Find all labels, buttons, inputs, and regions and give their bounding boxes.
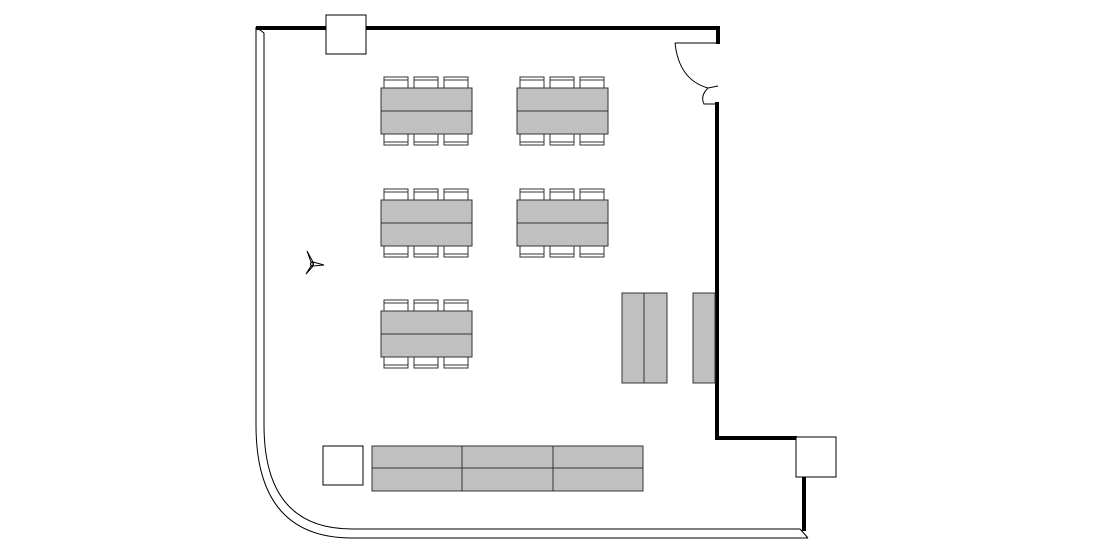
table-group-1 bbox=[380, 76, 473, 146]
chair-top bbox=[519, 188, 545, 201]
thick-walls bbox=[256, 26, 806, 531]
chair-top bbox=[443, 76, 469, 89]
wall-corner-join-bottom bbox=[799, 528, 809, 539]
outer-wall-line bbox=[255, 27, 808, 539]
table-group-4 bbox=[516, 188, 609, 258]
chair-top bbox=[519, 76, 545, 89]
right-wall bbox=[715, 102, 797, 440]
table-group-3 bbox=[380, 188, 473, 258]
column-icon bbox=[322, 445, 364, 486]
door-icon bbox=[674, 42, 719, 105]
chair-bottom bbox=[383, 356, 409, 369]
chair-bottom bbox=[519, 245, 545, 258]
table-group-5 bbox=[380, 299, 473, 369]
table-bottom-half bbox=[516, 110, 609, 135]
chair-top bbox=[413, 299, 439, 312]
table-top-half bbox=[516, 199, 609, 224]
chair-top bbox=[413, 76, 439, 89]
top-wall bbox=[256, 26, 720, 44]
chair-top bbox=[549, 76, 575, 89]
chair-bottom bbox=[443, 356, 469, 369]
chair-bottom bbox=[579, 245, 605, 258]
table-group-2 bbox=[516, 76, 609, 146]
chair-bottom bbox=[413, 133, 439, 146]
chair-top bbox=[383, 299, 409, 312]
table-bottom-half bbox=[380, 222, 473, 247]
chair-bottom bbox=[383, 245, 409, 258]
fan-hub bbox=[310, 262, 314, 266]
chair-bottom bbox=[413, 356, 439, 369]
chair-top bbox=[579, 76, 605, 89]
chair-bottom bbox=[443, 133, 469, 146]
door-swing-arc bbox=[674, 42, 718, 105]
chair-top bbox=[443, 299, 469, 312]
ceiling-fan-icon bbox=[305, 250, 325, 275]
chair-bottom bbox=[549, 245, 575, 258]
chair-bottom bbox=[519, 133, 545, 146]
table-top-half bbox=[516, 87, 609, 112]
chair-bottom bbox=[579, 133, 605, 146]
chair-bottom bbox=[413, 245, 439, 258]
table-groups bbox=[380, 76, 609, 369]
table-top-half bbox=[380, 87, 473, 112]
chair-top bbox=[383, 76, 409, 89]
chair-top bbox=[413, 188, 439, 201]
column-icon bbox=[325, 14, 367, 55]
inner-wall-line bbox=[263, 33, 800, 530]
chair-bottom bbox=[383, 133, 409, 146]
chair-bottom bbox=[549, 133, 575, 146]
column-icon bbox=[795, 436, 837, 478]
table-bottom-half bbox=[380, 110, 473, 135]
table-bottom-half bbox=[380, 333, 473, 358]
table-top-half bbox=[380, 199, 473, 224]
chair-top bbox=[549, 188, 575, 201]
door-jamb bbox=[707, 85, 719, 89]
chair-top bbox=[443, 188, 469, 201]
bottom-counter bbox=[371, 445, 644, 492]
table-top-half bbox=[380, 310, 473, 335]
chair-top bbox=[383, 188, 409, 201]
table-bottom-half bbox=[516, 222, 609, 247]
right-storage bbox=[621, 292, 716, 384]
chair-bottom bbox=[443, 245, 469, 258]
storage-unit-single bbox=[692, 292, 716, 384]
chair-top bbox=[579, 188, 605, 201]
